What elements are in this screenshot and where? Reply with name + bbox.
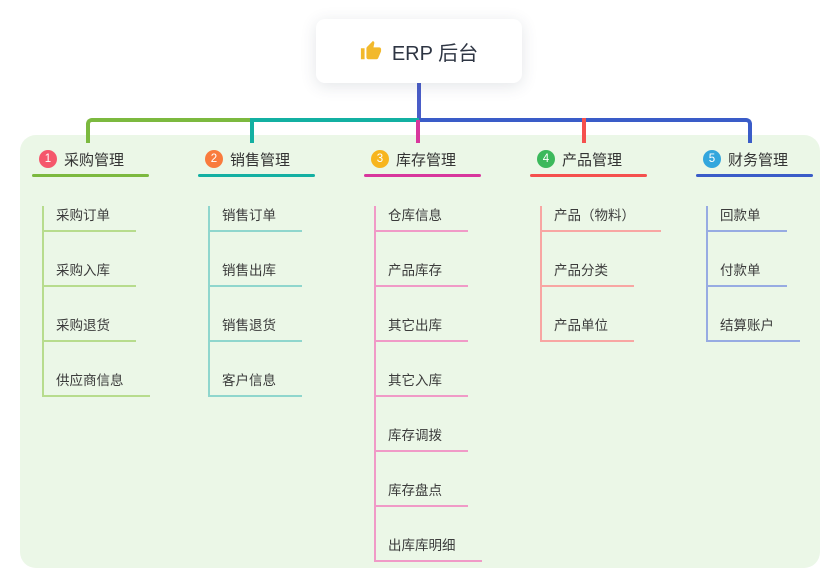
branch-children: 回款单付款单结算账户	[706, 206, 839, 342]
branch-underline	[364, 174, 481, 177]
branch-column: 1 采购管理采购订单采购入库采购退货供应商信息	[32, 148, 192, 397]
branch-number-badge: 5	[703, 150, 721, 168]
branch-node[interactable]: 2 销售管理	[198, 148, 358, 170]
child-node[interactable]: 库存调拨	[376, 426, 468, 452]
child-node[interactable]: 采购退货	[44, 316, 136, 342]
child-node[interactable]: 其它出库	[376, 316, 468, 342]
child-node[interactable]: 销售退货	[210, 316, 302, 342]
branch-children: 仓库信息产品库存其它出库其它入库库存调拨库存盘点出库库明细	[374, 206, 524, 562]
branch-number-badge: 2	[205, 150, 223, 168]
branch-column: 5 财务管理回款单付款单结算账户	[696, 148, 839, 342]
connector-drop-branch3	[416, 120, 420, 143]
branch-number-badge: 4	[537, 150, 555, 168]
child-node[interactable]: 采购入库	[44, 261, 136, 287]
branch-node[interactable]: 3 库存管理	[364, 148, 524, 170]
child-node[interactable]: 产品库存	[376, 261, 468, 287]
child-node[interactable]: 销售订单	[210, 206, 302, 232]
branch-number-badge: 1	[39, 150, 57, 168]
branch-number-badge: 3	[371, 150, 389, 168]
branch-children: 销售订单销售出库销售退货客户信息	[208, 206, 358, 397]
branch-node[interactable]: 5 财务管理	[696, 148, 839, 170]
branch-underline	[696, 174, 813, 177]
child-node[interactable]: 产品分类	[542, 261, 634, 287]
branch-children: 产品（物料） 产品分类产品单位	[540, 206, 690, 342]
child-node[interactable]: 库存盘点	[376, 481, 468, 507]
branch-underline	[530, 174, 647, 177]
child-node[interactable]: 客户信息	[210, 371, 302, 397]
branch-node[interactable]: 4 产品管理	[530, 148, 690, 170]
child-node[interactable]: 付款单	[708, 261, 787, 287]
branch-underline	[198, 174, 315, 177]
child-node[interactable]: 销售出库	[210, 261, 302, 287]
branch-children: 采购订单采购入库采购退货供应商信息	[42, 206, 192, 397]
connector-bus-branch1	[86, 118, 254, 143]
connector-bus-branch2	[250, 118, 419, 122]
connector-root-line	[417, 83, 421, 120]
child-node[interactable]: 产品单位	[542, 316, 634, 342]
branch-underline	[32, 174, 149, 177]
child-node[interactable]: 出库库明细	[376, 536, 482, 562]
branch-title: 库存管理	[396, 151, 457, 169]
child-node[interactable]: 产品（物料）	[542, 206, 661, 232]
branch-column: 4 产品管理产品（物料） 产品分类产品单位	[530, 148, 690, 342]
branch-node[interactable]: 1 采购管理	[32, 148, 192, 170]
thumbs-up-icon	[360, 40, 382, 62]
branch-title: 采购管理	[64, 151, 125, 169]
connector-drop-branch2	[250, 118, 254, 143]
root-node[interactable]: ERP 后台	[316, 19, 522, 83]
child-node[interactable]: 结算账户	[708, 316, 800, 342]
branch-title: 产品管理	[562, 151, 623, 169]
branch-title: 财务管理	[728, 151, 789, 169]
child-node[interactable]: 其它入库	[376, 371, 468, 397]
child-node[interactable]: 采购订单	[44, 206, 136, 232]
root-title: ERP 后台	[391, 42, 479, 65]
branch-title: 销售管理	[230, 151, 291, 169]
child-node[interactable]: 供应商信息	[44, 371, 150, 397]
branch-column: 2 销售管理销售订单销售出库销售退货客户信息	[198, 148, 358, 397]
connector-drop-branch4	[582, 118, 586, 143]
branch-column: 3 库存管理仓库信息产品库存其它出库其它入库库存调拨库存盘点出库库明细	[364, 148, 524, 562]
mindmap-panel	[20, 135, 820, 568]
child-node[interactable]: 仓库信息	[376, 206, 468, 232]
child-node[interactable]: 回款单	[708, 206, 787, 232]
